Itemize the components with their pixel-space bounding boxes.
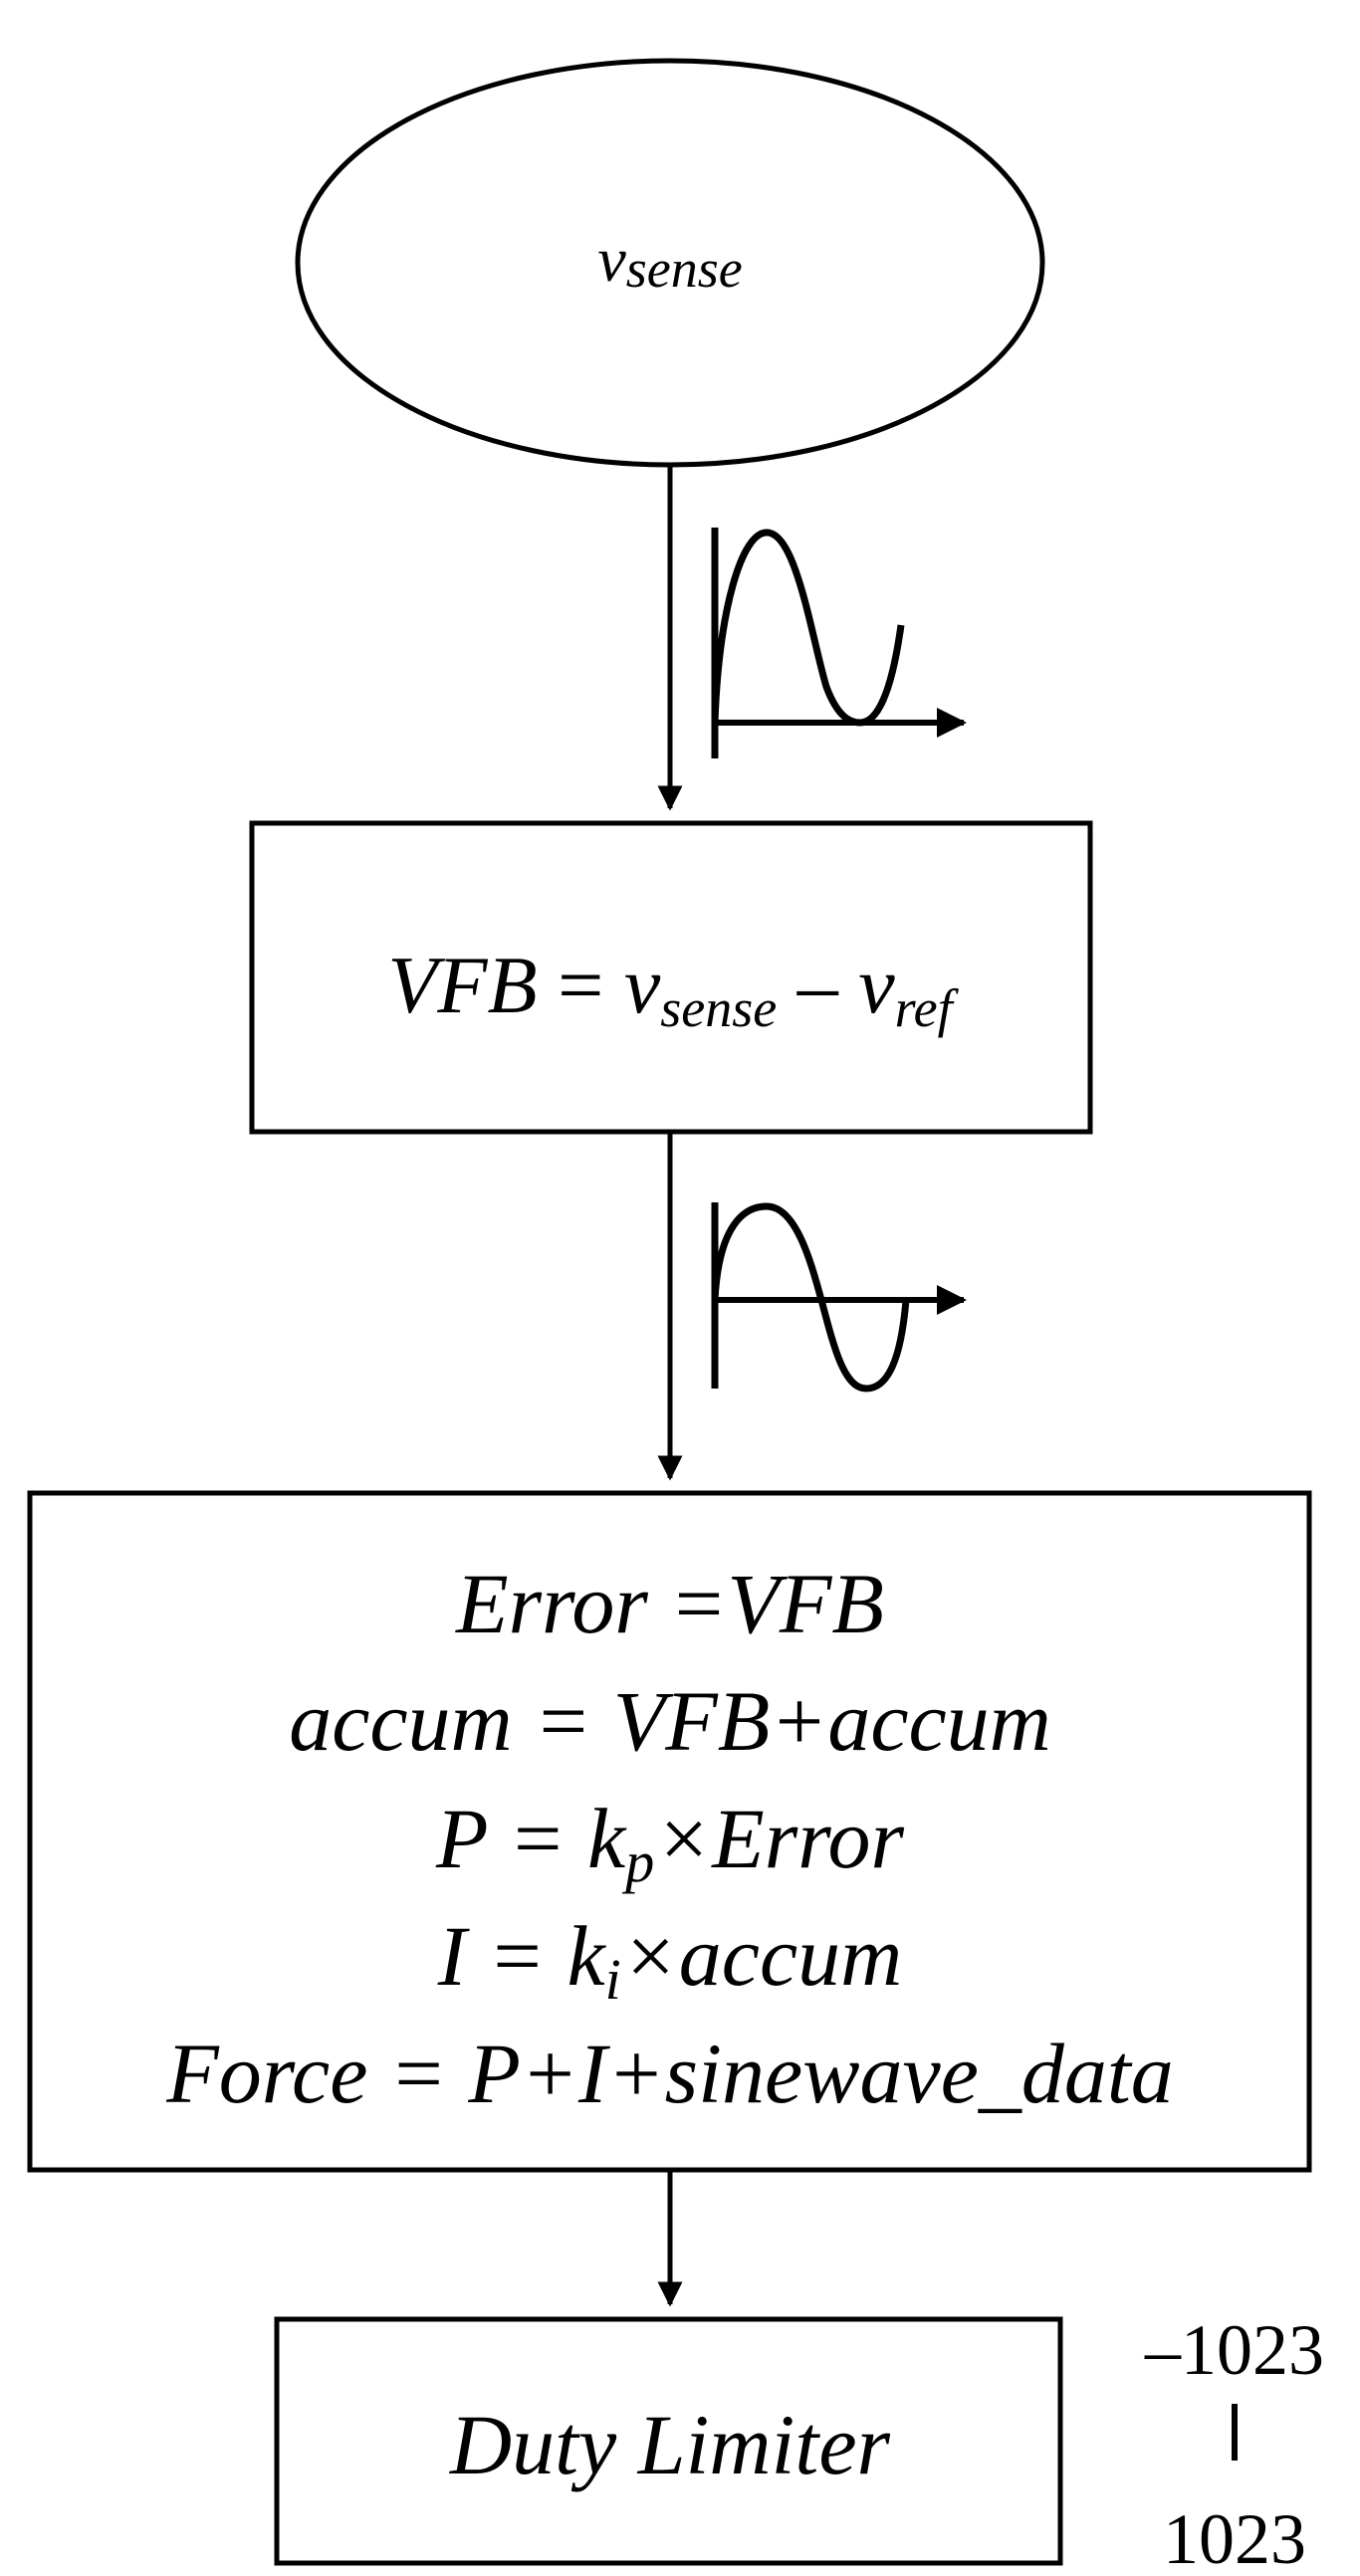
pi-line-force: Force = P+I+sinewave_data <box>165 2026 1174 2121</box>
feedback-box <box>249 820 1093 1135</box>
pi-line-error: Error =VFB <box>454 1556 884 1651</box>
p-lhs: P = k <box>435 1791 627 1886</box>
pi-line-accum: accum = VFB+accum <box>289 1673 1051 1769</box>
v-ref-subscript: ref <box>895 978 960 1038</box>
vfb-label: VFB <box>387 940 537 1030</box>
v-ref-symbol: v <box>858 940 895 1030</box>
feedback-equation: VFB = vsense – vref <box>387 940 959 1038</box>
v-sense-subscript: sense <box>660 978 777 1038</box>
i-rhs: ×accum <box>621 1908 902 2004</box>
p-rhs: ×Error <box>654 1791 904 1886</box>
duty-limiter-block: Duty Limiter <box>274 2316 1063 2566</box>
sense-label-main: v <box>597 224 626 295</box>
sense-label: vsense <box>597 224 742 299</box>
pi-line-proportional: P = kp×Error <box>435 1791 904 1894</box>
pi-controller-block: Error =VFB accum = VFB+accum P = kp×Erro… <box>27 1490 1312 2173</box>
range-max: 1023 <box>1163 2499 1306 2576</box>
minus-sign: – <box>777 940 858 1030</box>
pi-line-integral: I = ki×accum <box>437 1908 902 2012</box>
limiter-box <box>274 2316 1063 2566</box>
i-lhs: I = k <box>437 1908 607 2004</box>
limiter-label: Duty Limiter <box>449 2397 890 2492</box>
sense-node: vsense <box>295 58 1045 468</box>
range-min: –1023 <box>1144 2310 1324 2390</box>
ki-subscript: i <box>605 1947 621 2012</box>
limiter-range: –1023 1023 <box>1144 2310 1324 2576</box>
v-sense-symbol: v <box>624 940 661 1030</box>
sense-label-sub: sense <box>626 239 743 299</box>
rectified-sine-icon <box>711 528 967 758</box>
equals-sign: = <box>538 940 624 1030</box>
kp-subscript: p <box>621 1829 654 1894</box>
feedback-block: VFB = vsense – vref <box>249 820 1093 1135</box>
ac-sine-icon <box>711 1202 967 1393</box>
